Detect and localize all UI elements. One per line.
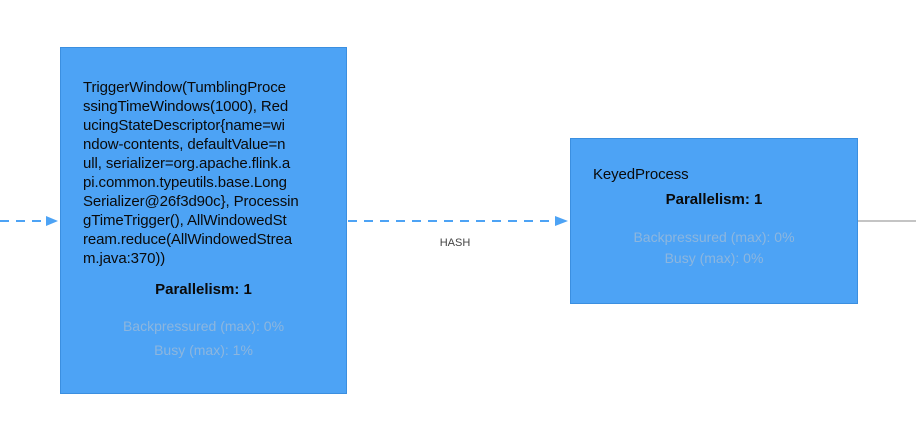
node-parallelism: Parallelism: 1 — [155, 281, 252, 298]
trigger-window-node[interactable]: TriggerWindow(TumblingProce ssingTimeWin… — [60, 47, 347, 394]
node-parallelism: Parallelism: 1 — [665, 191, 763, 208]
node-busy: Busy (max): 0% — [664, 250, 764, 266]
node-name: TriggerWindow(TumblingProce ssingTimeWin… — [83, 79, 299, 267]
keyed-process-node[interactable]: KeyedProcess Parallelism: 1 Backpressure… — [570, 138, 858, 304]
node-name: KeyedProcess — [593, 166, 689, 183]
hash-edge-arrowhead — [555, 216, 568, 226]
hash-edge-label: HASH — [439, 237, 471, 249]
node-busy: Busy (max): 1% — [154, 342, 253, 358]
node-backpressure: Backpressured (max): 0% — [633, 229, 795, 245]
node-backpressure: Backpressured (max): 0% — [122, 318, 285, 334]
incoming-edge-arrowhead — [46, 216, 58, 226]
